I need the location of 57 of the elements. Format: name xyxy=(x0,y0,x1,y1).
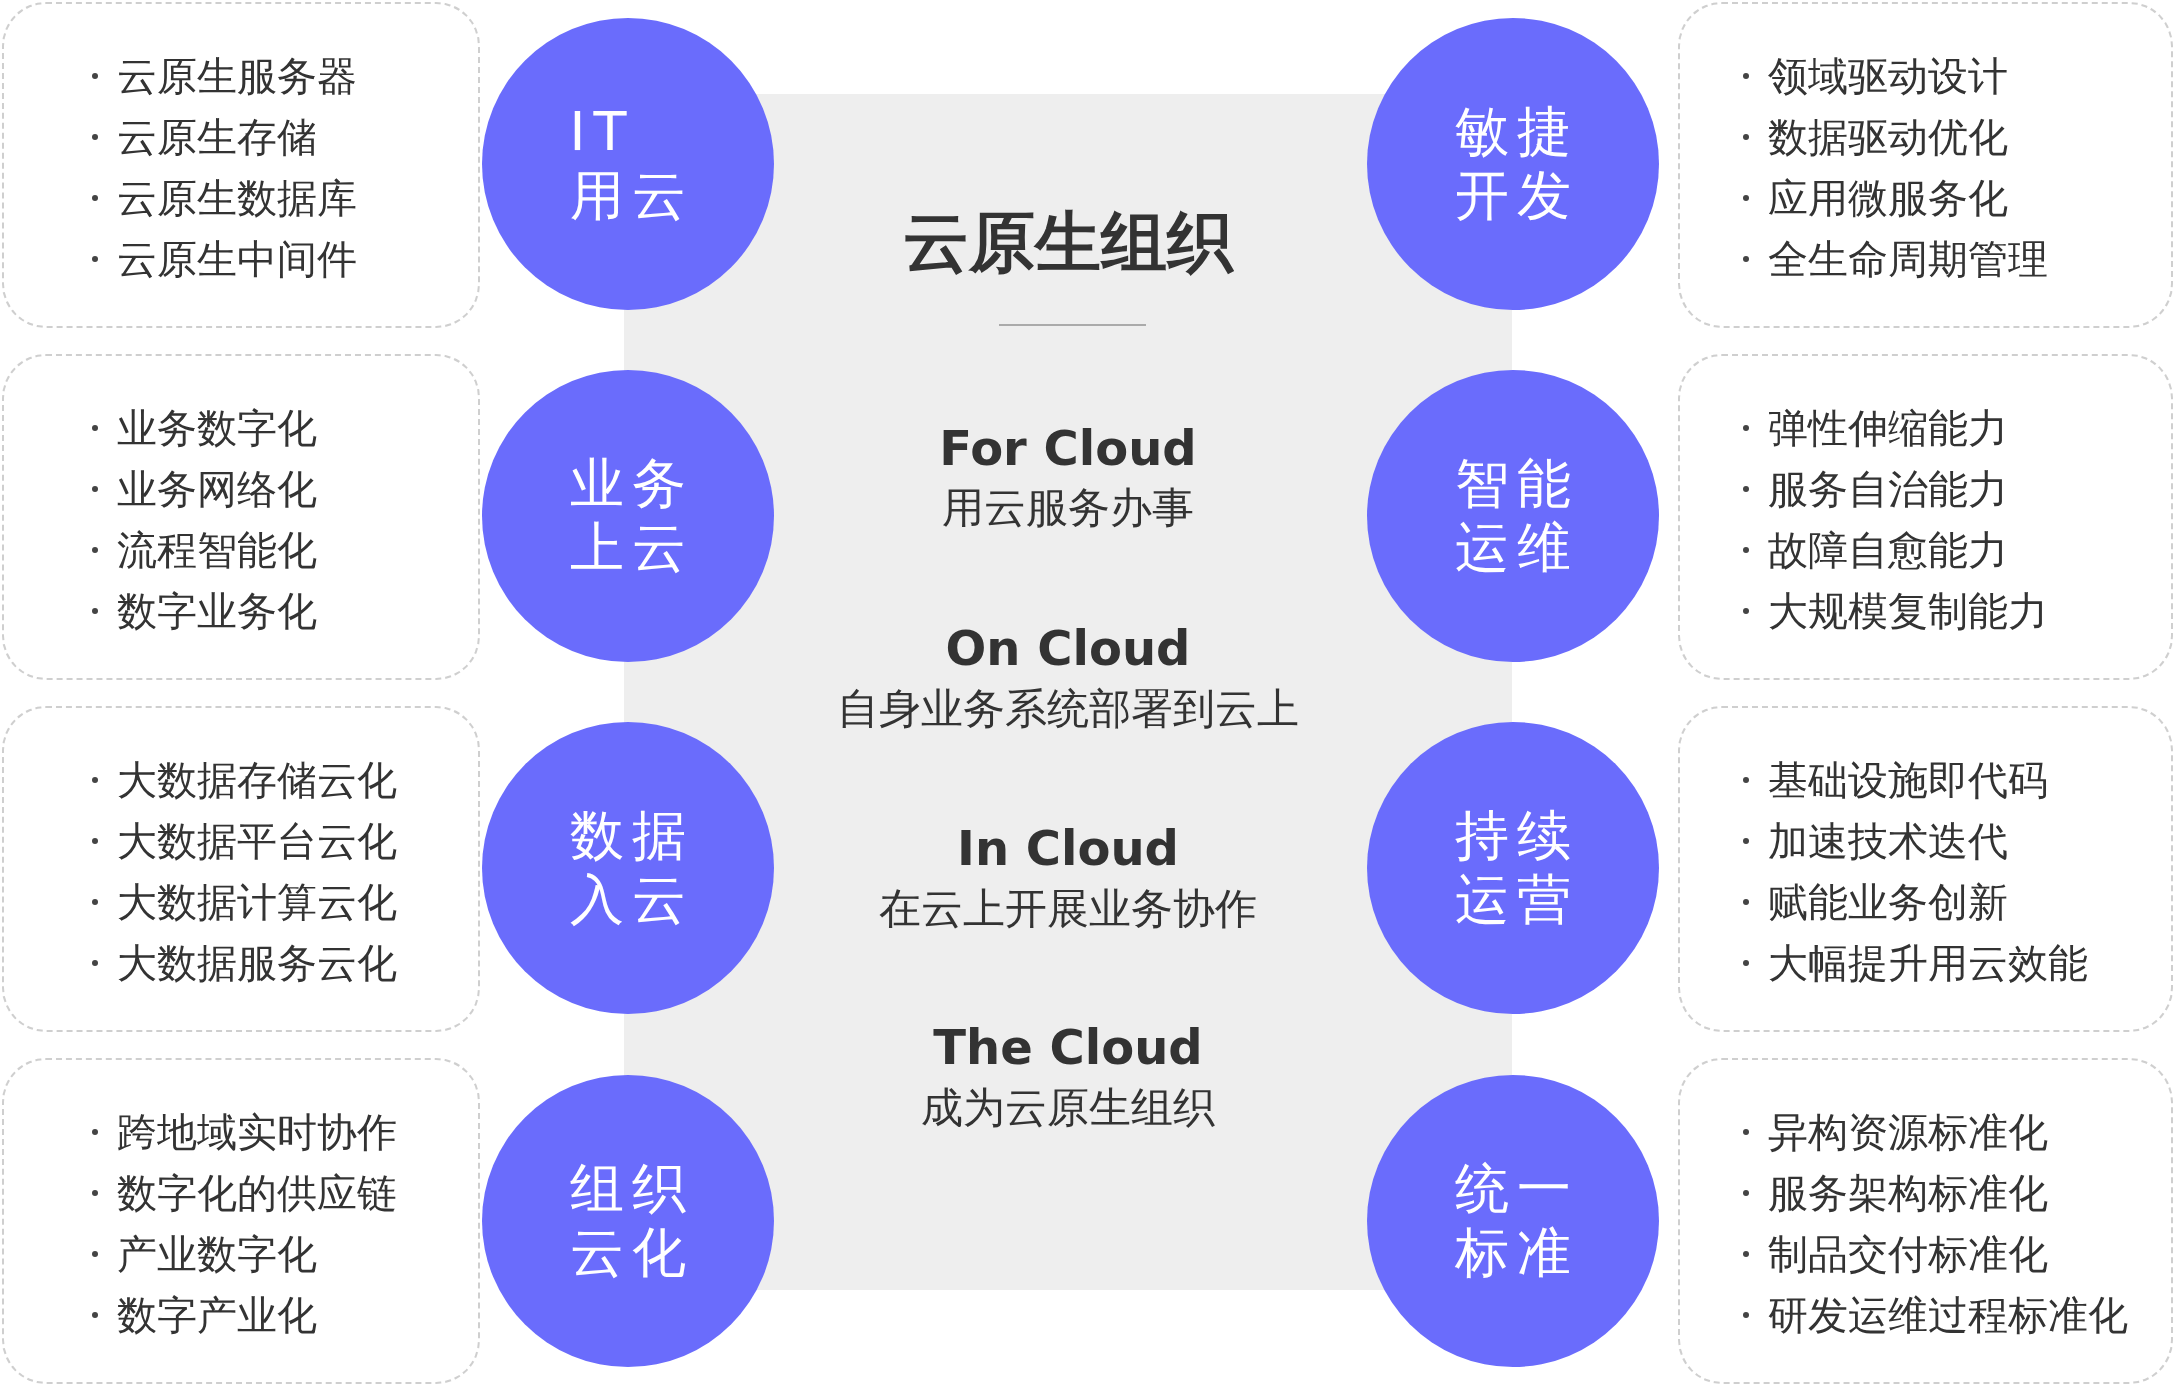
circle-label: 敏捷开发 xyxy=(1453,100,1580,228)
list-card xyxy=(2,354,480,680)
description: 用云服务办事 xyxy=(942,482,1194,534)
list-item: 领域驱动设计 xyxy=(1768,52,2008,100)
list-card xyxy=(1678,1058,2173,1384)
circle-label: 业务上云 xyxy=(568,452,695,580)
heading: For Cloud xyxy=(939,419,1197,478)
title: 云原生组织 xyxy=(903,203,1233,283)
heading: The Cloud xyxy=(933,1018,1203,1077)
list-item: 研发运维过程标准化 xyxy=(1768,1291,2128,1339)
list-item: 服务自治能力 xyxy=(1768,465,2008,513)
list-item: 制品交付标准化 xyxy=(1768,1230,2048,1278)
list-item: 应用微服务化 xyxy=(1768,174,2008,222)
list-item: 赋能业务创新 xyxy=(1768,878,2008,926)
list-card xyxy=(2,2,480,328)
list-item: 云原生数据库 xyxy=(117,174,357,222)
list-card xyxy=(2,706,480,1032)
list-item: 流程智能化 xyxy=(117,526,317,574)
list-item: 弹性伸缩能力 xyxy=(1768,404,2008,452)
list-item: 云原生中间件 xyxy=(117,235,357,283)
circle-label: 智能运维 xyxy=(1453,452,1580,580)
list-item: 基础设施即代码 xyxy=(1768,756,2048,804)
list-item: 大数据服务云化 xyxy=(117,939,397,987)
description: 在云上开展业务协作 xyxy=(879,883,1257,935)
list-item: 大幅提升用云效能 xyxy=(1768,939,2088,987)
description: 自身业务系统部署到云上 xyxy=(837,683,1299,735)
list-card xyxy=(1678,706,2173,1032)
circle-label: 数据入云 xyxy=(568,804,695,932)
list-item: 云原生存储 xyxy=(117,113,317,161)
list-item: 云原生服务器 xyxy=(117,52,357,100)
list-item: 业务数字化 xyxy=(117,404,317,452)
list-item: 数字业务化 xyxy=(117,587,317,635)
description: 成为云原生组织 xyxy=(921,1082,1215,1134)
list-item: 加速技术迭代 xyxy=(1768,817,2008,865)
list-item: 服务架构标准化 xyxy=(1768,1169,2048,1217)
heading: In Cloud xyxy=(957,819,1179,878)
list-item: 大规模复制能力 xyxy=(1768,587,2048,635)
list-card xyxy=(1678,354,2173,680)
list-item: 大数据存储云化 xyxy=(117,756,397,804)
list-item: 大数据计算云化 xyxy=(117,878,397,926)
list-item: 全生命周期管理 xyxy=(1768,235,2048,283)
list-item: 产业数字化 xyxy=(117,1230,317,1278)
list-item: 业务网络化 xyxy=(117,465,317,513)
circle-label: 持续运营 xyxy=(1453,804,1580,932)
list-item: 数据驱动优化 xyxy=(1768,113,2008,161)
heading: On Cloud xyxy=(945,619,1191,678)
circle-label: IT用云 xyxy=(568,100,695,228)
list-item: 数字产业化 xyxy=(117,1291,317,1339)
list-item: 故障自愈能力 xyxy=(1768,526,2008,574)
list-card xyxy=(2,1058,480,1384)
list-item: 跨地域实时协作 xyxy=(117,1108,397,1156)
circle-label: 统一标准 xyxy=(1453,1157,1580,1285)
list-item: 数字化的供应链 xyxy=(117,1169,397,1217)
list-card xyxy=(1678,2,2173,328)
circle-label: 组织云化 xyxy=(568,1157,695,1285)
list-item: 异构资源标准化 xyxy=(1768,1108,2048,1156)
list-item: 大数据平台云化 xyxy=(117,817,397,865)
